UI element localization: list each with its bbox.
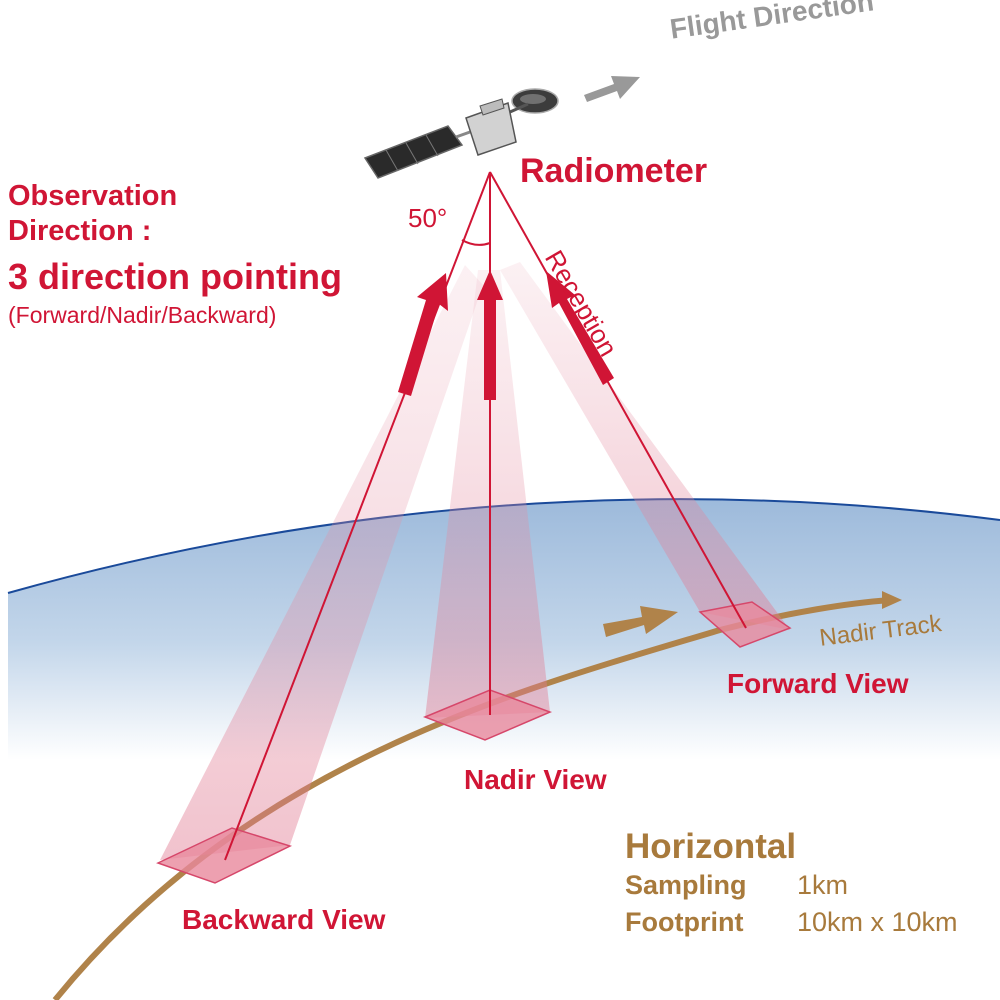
forward-beam — [500, 262, 790, 630]
flight-direction-arrow — [584, 76, 640, 102]
observation-detail: (Forward/Nadir/Backward) — [8, 302, 277, 328]
nadir-beam — [425, 270, 550, 718]
nadir-view-label: Nadir View — [464, 764, 607, 795]
nadir-track-arrowhead — [882, 591, 902, 609]
radiometer-label: Radiometer — [520, 152, 708, 190]
forward-reception-arrow — [546, 271, 614, 385]
observation-headline: 3 direction pointing — [8, 256, 342, 297]
backward-view-label: Backward View — [182, 904, 386, 935]
nadir-reception-arrow — [477, 270, 503, 400]
footprint-label: Footprint — [625, 907, 744, 937]
observation-line2: Direction : — [8, 215, 152, 247]
sampling-label: Sampling — [625, 870, 747, 900]
solar-panel — [363, 125, 464, 179]
backward-beam — [160, 265, 483, 860]
observation-line1: Observation — [8, 180, 178, 212]
backward-footprint — [156, 827, 293, 884]
sampling-value: 1km — [797, 870, 849, 900]
footprint-value: 10km x 10km — [797, 907, 958, 937]
forward-line — [489, 171, 747, 629]
horizontal-title: Horizontal — [625, 827, 797, 866]
angle-arc — [461, 239, 491, 246]
angle-label: 50° — [408, 203, 448, 233]
satellite-icon — [363, 88, 559, 179]
track-direction-arrow — [603, 606, 678, 637]
forward-view-label: Forward View — [727, 668, 909, 699]
backward-reception-arrow — [398, 273, 448, 396]
nadir-footprint — [422, 689, 553, 741]
